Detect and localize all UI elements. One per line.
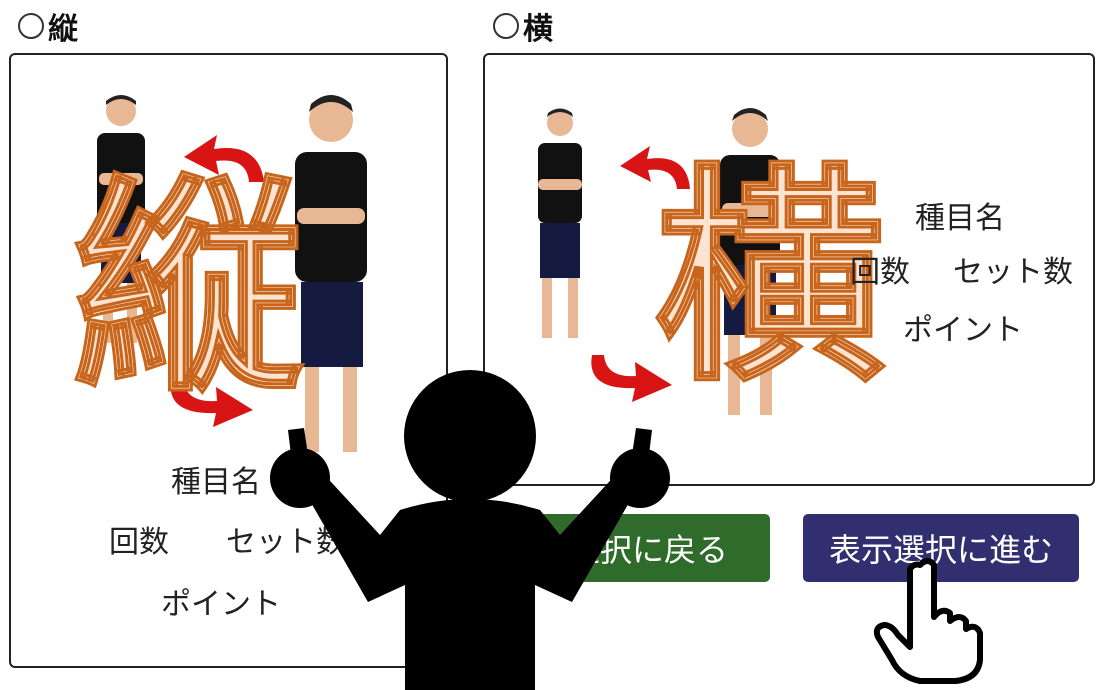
- vertical-kanji-overlay: 縦: [71, 156, 304, 423]
- vertical-layout-card[interactable]: 縦 種目名 回数 セット数 ポイント: [9, 53, 448, 668]
- vertical-reps: 回数: [109, 525, 169, 560]
- horizontal-layout-card[interactable]: 横 種目名 回数 セット数 ポイント: [483, 53, 1095, 486]
- horizontal-label: 横: [523, 12, 553, 47]
- option-horizontal[interactable]: 横: [493, 4, 553, 48]
- arrow-down-right-icon: [591, 355, 672, 402]
- vertical-sets: セット数: [226, 525, 346, 560]
- vertical-radio[interactable]: [18, 13, 44, 39]
- horizontal-exercise-name: 種目名: [915, 201, 1005, 236]
- horizontal-radio[interactable]: [493, 13, 519, 39]
- arrow-up-left-icon: [620, 146, 690, 189]
- vertical-label: 縦: [48, 12, 78, 47]
- person-figure-large: [720, 108, 780, 415]
- vertical-point: ポイント: [161, 587, 281, 622]
- arrow-up-left-icon: [184, 135, 264, 182]
- vertical-exercise-name: 種目名: [171, 465, 261, 500]
- arrow-down-right-icon: [170, 380, 253, 427]
- next-display-selection-button[interactable]: 表示選択に進む: [803, 514, 1079, 582]
- person-figure-small: [538, 108, 582, 338]
- presenter-silhouette: [270, 370, 670, 690]
- horizontal-point: ポイント: [903, 313, 1023, 348]
- pointer-hand-icon: [873, 558, 983, 684]
- option-vertical[interactable]: 縦: [18, 4, 78, 48]
- person-figure-large: [295, 95, 367, 452]
- horizontal-sets: セット数: [953, 255, 1073, 290]
- horizontal-reps: 回数: [850, 255, 910, 290]
- horizontal-kanji-overlay: 横: [653, 146, 886, 413]
- person-figure-small: [97, 95, 145, 343]
